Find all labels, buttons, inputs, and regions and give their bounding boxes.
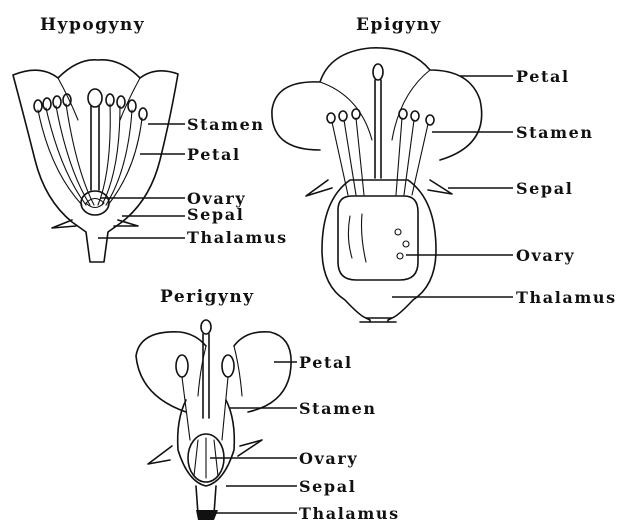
epigyny-title: Epigyny [356,15,442,35]
hypogyny-flower: Hypogyny [13,15,288,262]
epigyny-thalamus-label: Thalamus [516,288,617,307]
hypogyny-title: Hypogyny [40,15,145,35]
perigyny-title: Perigyny [160,287,255,307]
perigyny-petal-outline [136,332,291,412]
hypogyny-petal-outline [13,60,178,262]
hypogyny-petal-label: Petal [187,145,241,164]
epigyny-stamen-label: Stamen [516,123,594,142]
epigyny-ovary-label: Ovary [516,246,575,265]
hypogyny-stamen-label: Stamen [187,115,265,134]
epigyny-petal-label: Petal [516,67,570,86]
epigyny-sepal-label: Sepal [516,179,573,198]
epigyny-flower: Epigyny [272,15,617,322]
perigyny-stamen-label: Stamen [299,399,377,418]
perigyny-sepal-label: Sepal [299,477,356,496]
perigyny-thalamus-label: Thalamus [299,504,400,523]
perigyny-ovary-label: Ovary [299,449,358,468]
hypogyny-sepal-label: Sepal [187,205,244,224]
perigyny-petal-label: Petal [299,353,353,372]
hypogyny-thalamus-label: Thalamus [187,228,288,247]
